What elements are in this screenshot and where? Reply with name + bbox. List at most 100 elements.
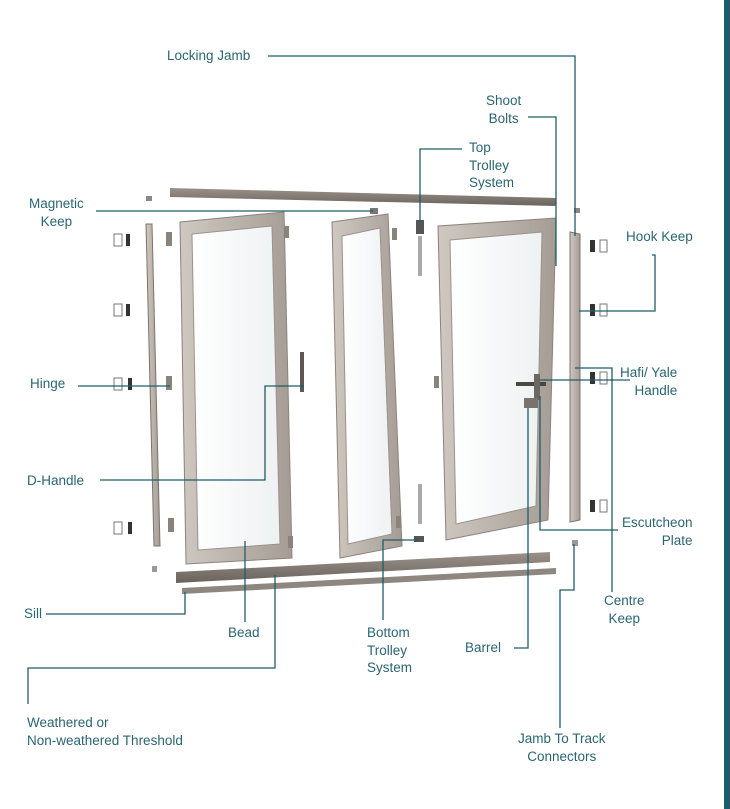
keep-part [590,372,595,384]
keep-part [113,233,123,247]
label-line: System [367,660,413,675]
label-line: Shoot [486,93,522,108]
label-line: Handle [634,382,678,398]
leader-lines [27,55,656,728]
label-bottom-trolley: Bottom Trolley System [367,624,412,677]
label-line: Connectors [527,748,597,764]
label-locking-jamb: Locking Jamb [167,47,250,65]
label-hinge: Hinge [30,375,65,393]
hafi-handle-part [516,382,546,386]
leader-escutcheon [539,396,618,531]
top-trolley-part [416,220,424,234]
keep-part [113,303,123,317]
label-d-handle: D-Handle [27,472,84,490]
label-line: Jamb To Track [518,731,606,746]
leader-locking-jamb [268,55,576,236]
label-top-trolley: Top Trolley System [469,139,514,192]
connector-part [572,540,578,546]
leader-hook-keep [579,254,656,312]
label-line: Non-weathered Threshold [27,732,183,748]
left-sash-glass [191,225,281,551]
keep-part [128,378,132,390]
label-line: Trolley [367,642,408,658]
hinge-part [392,228,397,240]
bottom-trolley-part [418,484,422,524]
hinge-jamb [145,223,161,547]
label-line: Weathered or [27,715,109,730]
hinge-part [168,518,174,532]
door-illustration [113,188,608,594]
label-line: Trolley [469,157,510,173]
label-line: Hinge [30,376,66,391]
label-magnetic-keep: Magnetic Keep [29,195,84,230]
label-line: Barrel [465,640,502,655]
leader-shoot-bolts [528,116,557,266]
label-hook-keep: Hook Keep [626,228,693,246]
d-handle-part [300,352,304,392]
keep-part [126,304,130,316]
leader-bottom-trolley [382,539,418,620]
label-barrel: Barrel [465,639,501,657]
label-line: Bottom [367,625,410,640]
keep-part [599,371,608,385]
keep-part [590,304,595,316]
connector-part [146,196,152,201]
head-track [170,188,556,206]
label-centre-keep: Centre Keep [604,592,645,627]
leader-barrel [514,408,529,649]
label-line: Plate [661,532,693,548]
keep-part [590,500,595,512]
barrel-part [524,398,538,408]
hinge-part [166,376,172,390]
label-line: D-Handle [27,473,85,488]
label-line: Escutcheon [622,515,693,530]
hinge-part [434,376,439,388]
label-line: Top [469,140,491,155]
label-line: Magnetic [29,196,84,211]
right-sash-glass [449,231,543,525]
label-bead: Bead [228,624,260,642]
escutcheon-part [534,374,540,400]
keep-part [126,234,130,246]
middle-sash-glass [341,227,393,545]
hinge-part [396,516,401,528]
label-line: Hafi/ Yale [620,365,678,380]
label-line: Bead [228,625,260,640]
leader-sill [46,592,186,615]
label-line: Keep [40,213,73,229]
locking-jamb-bar [569,231,581,523]
label-line: Centre [604,593,645,608]
leader-centre-keep [575,367,613,592]
keep-part [599,499,608,513]
label-line: System [469,175,515,190]
label-threshold: Weathered or Non-weathered Threshold [27,714,183,749]
label-escutcheon-plate: Escutcheon Plate [622,514,693,549]
connector-part [152,566,157,572]
hinge-part [288,536,293,548]
accent-bar [724,0,730,809]
label-hafi-yale-handle: Hafi/ Yale Handle [620,364,677,399]
leader-jamb-connectors [559,544,575,728]
connector-part [574,208,580,213]
label-line: Sill [24,606,43,621]
sill-track [176,552,550,583]
label-sill: Sill [24,605,42,623]
label-line: Bolts [488,110,519,126]
keep-part [113,521,123,535]
leader-top-trolley [419,148,462,222]
leader-d-handle [100,385,304,481]
bottom-trolley-part [414,536,424,542]
label-line: Keep [608,610,641,626]
keep-part [113,377,123,391]
leader-threshold [27,575,276,704]
keep-part [599,239,608,253]
label-jamb-to-track-connectors: Jamb To Track Connectors [518,730,606,765]
hinge-part [166,232,172,246]
magnetic-keep-part [370,208,378,214]
keep-part [128,522,132,534]
label-shoot-bolts: Shoot Bolts [486,92,521,127]
label-line: Locking Jamb [167,48,251,63]
label-line: Hook Keep [626,229,693,244]
keep-part [590,240,595,252]
